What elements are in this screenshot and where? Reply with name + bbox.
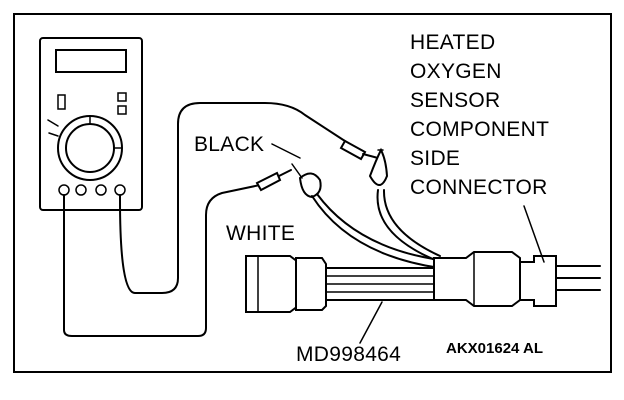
figure-frame — [13, 13, 612, 373]
harness-wire — [316, 193, 441, 261]
harness-wire — [382, 189, 441, 257]
white-probe-label: WHITE — [226, 222, 295, 245]
black-clip-icon — [368, 147, 389, 186]
white-test-lead — [63, 184, 261, 337]
harness-wire — [311, 195, 441, 269]
white-clip-icon — [291, 163, 322, 199]
harness-connector-icon — [519, 255, 601, 307]
connector-leader-line — [523, 205, 545, 263]
tool-leader-line — [359, 301, 383, 344]
black-probe-label: BLACK — [194, 133, 264, 156]
sensor-label-line-4: COMPONENT — [410, 118, 549, 141]
sensor-label-line-5: SIDE — [410, 147, 460, 170]
tool-code-label: MD998464 — [296, 343, 401, 366]
sensor-label-line-3: SENSOR — [410, 89, 501, 112]
multimeter-icon — [39, 37, 143, 211]
test-harness-icon — [245, 251, 521, 313]
white-probe-icon — [255, 169, 292, 192]
harness-wire — [376, 189, 441, 263]
black-leader-line — [271, 143, 301, 159]
sensor-label-line-1: HEATED — [410, 31, 495, 54]
sensor-label-line-6: CONNECTOR — [410, 176, 548, 199]
figure-code-label: AKX01624 AL — [446, 340, 543, 357]
black-probe-icon — [339, 139, 379, 161]
sensor-label-line-2: OXYGEN — [410, 60, 502, 83]
black-test-lead — [119, 102, 349, 294]
